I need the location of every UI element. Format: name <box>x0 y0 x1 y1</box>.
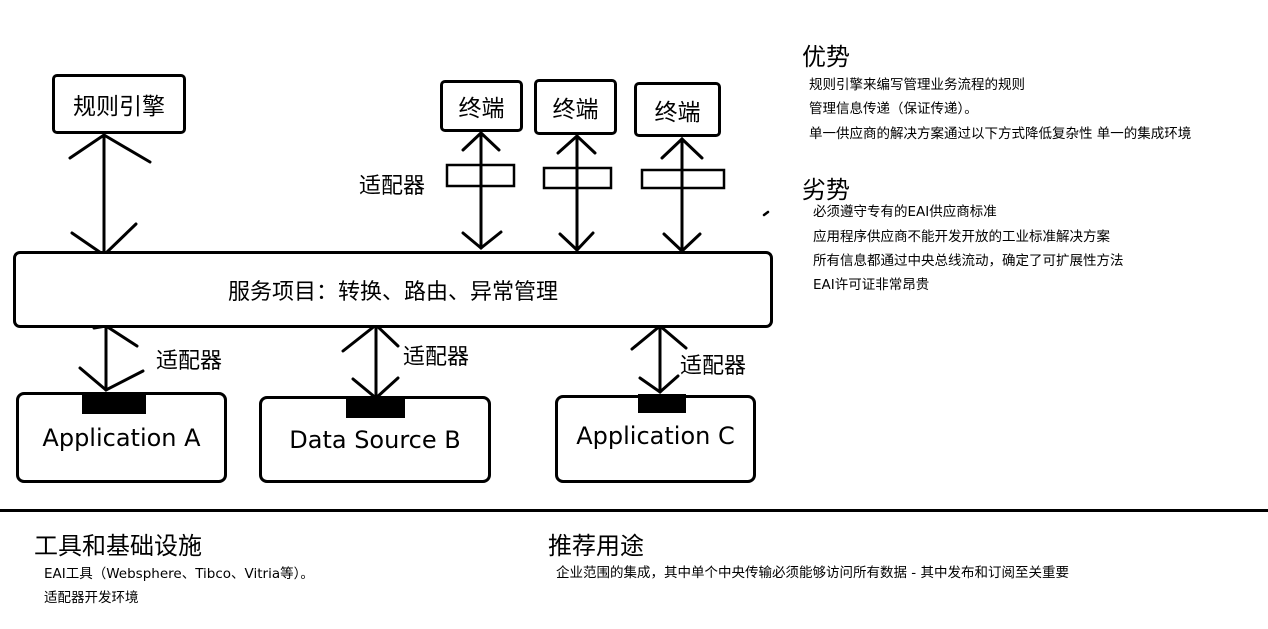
section-divider <box>0 509 1268 512</box>
application-c-box: Application C <box>555 395 756 483</box>
disadvantage-item: EAI许可证非常昂贵 <box>813 277 930 293</box>
adapter-label-top: 适配器 <box>359 174 426 199</box>
tools-item: 适配器开发环境 <box>44 590 139 606</box>
app-c-arrow <box>630 324 688 394</box>
terminal-3-adapter <box>640 168 726 190</box>
service-bus: 服务项目：转换、路由、异常管理 <box>13 251 773 328</box>
terminal-box-2: 终端 <box>534 79 617 135</box>
disadvantage-item: 必须遵守专有的EAI供应商标准 <box>813 204 997 220</box>
rule-engine-arrow <box>68 133 152 257</box>
advantages-heading: 优势 <box>802 43 850 71</box>
adapter-label-c: 适配器 <box>680 354 747 379</box>
advantage-item: 单一供应商的解决方案通过以下方式降低复杂性 单一的集成环境 <box>809 126 1192 142</box>
terminal-box-3: 终端 <box>634 82 721 137</box>
service-bus-label: 服务项目：转换、路由、异常管理 <box>227 279 558 305</box>
usage-item: 企业范围的集成，其中单个中央传输必须能够访问所有数据 - 其中发布和订阅至关重要 <box>556 565 1069 581</box>
disadvantage-item: 应用程序供应商不能开发开放的工业标准解决方案 <box>813 229 1110 245</box>
application-c-label: Application C <box>576 422 735 450</box>
terminal-1-adapter <box>445 163 516 188</box>
tools-heading: 工具和基础设施 <box>34 532 202 560</box>
terminal-3-arrow <box>660 136 704 254</box>
advantage-item: 管理信息传递（保证传递）。 <box>809 101 978 117</box>
usage-heading: 推荐用途 <box>548 532 644 560</box>
terminal-label: 终端 <box>552 97 599 123</box>
application-a-label: Application A <box>42 423 201 452</box>
rule-engine-box: 规则引擎 <box>52 74 186 134</box>
data-source-b-arrow <box>341 323 400 400</box>
application-a-connector <box>82 393 146 414</box>
data-source-b-connector <box>346 398 405 418</box>
terminal-label: 终端 <box>654 99 701 126</box>
terminal-2-adapter <box>542 166 613 190</box>
rule-engine-label: 规则引擎 <box>73 94 165 120</box>
terminal-1-arrow <box>461 130 503 250</box>
terminal-2-arrow <box>556 133 597 253</box>
app-a-arrow <box>78 324 145 392</box>
adapter-label-a: 适配器 <box>156 349 223 374</box>
disadvantage-item: 所有信息都通过中央总线流动，确定了可扩展性方法 <box>813 253 1124 269</box>
adapter-label-b: 适配器 <box>403 345 470 370</box>
terminal-box-1: 终端 <box>440 80 523 132</box>
advantage-item: 规则引擎来编写管理业务流程的规则 <box>809 77 1025 93</box>
tools-item: EAI工具（Websphere、Tibco、Vitria等）。 <box>44 566 314 582</box>
application-c-connector <box>638 394 686 413</box>
terminal-label: 终端 <box>458 96 505 122</box>
data-source-b-label: Data Source B <box>289 425 461 454</box>
disadvantages-heading: 劣势 <box>802 176 850 204</box>
